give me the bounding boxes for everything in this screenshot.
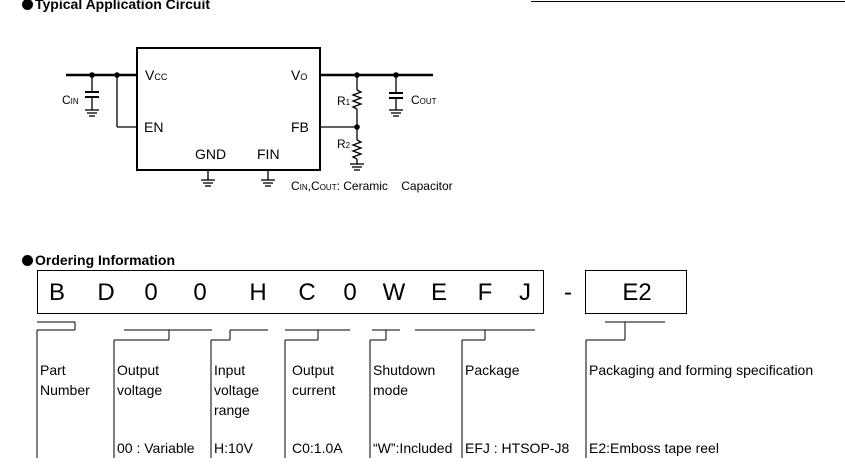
header-rule bbox=[531, 1, 845, 2]
group-value-output-current: C0:1.0A bbox=[292, 440, 343, 456]
code-suffix: E2 bbox=[622, 279, 652, 306]
r1-resistor bbox=[351, 89, 363, 110]
r1-label: R1 bbox=[337, 94, 351, 108]
cin-label: CIN bbox=[62, 93, 79, 107]
junction-dot bbox=[354, 72, 360, 78]
suffix-code-box bbox=[585, 270, 687, 314]
group-value-package: EFJ : HTSOP-J8 bbox=[465, 440, 570, 456]
application-circuit-diagram: VCC EN GND FIN VO FB CIN COUT R1 R2 CIN,… bbox=[62, 47, 453, 193]
group-value-input-voltage: H:10V bbox=[214, 440, 253, 456]
fb-pin-label: FB bbox=[291, 119, 309, 135]
group-label-packaging: Packaging and forming specification bbox=[589, 362, 814, 378]
r2-label: R2 bbox=[337, 137, 351, 151]
part-code-box bbox=[37, 270, 544, 314]
circuit-section-heading: Typical Application Circuit bbox=[22, 0, 210, 12]
junction-dot bbox=[393, 72, 399, 78]
bullet-icon bbox=[22, 255, 33, 266]
code-char: H bbox=[249, 279, 267, 306]
group-value-packaging: E2:Emboss tape reel bbox=[589, 440, 719, 456]
group-label-package: Package bbox=[465, 362, 520, 378]
junction-dot bbox=[114, 72, 120, 78]
gnd-pin-label: GND bbox=[195, 146, 226, 162]
vo-pin-label: VO bbox=[291, 67, 307, 83]
code-char: J bbox=[519, 279, 531, 306]
vcc-pin-label: VCC bbox=[145, 67, 168, 83]
en-pin-label: EN bbox=[144, 119, 163, 135]
code-dash: - bbox=[564, 279, 572, 306]
code-char: W bbox=[382, 279, 406, 306]
circuit-section-title: Typical Application Circuit bbox=[35, 0, 211, 12]
code-char: 0 bbox=[343, 279, 357, 306]
fin-pin-label: FIN bbox=[257, 146, 280, 162]
code-char: B bbox=[48, 279, 65, 306]
code-char: C bbox=[298, 279, 316, 306]
group-value-shutdown-mode: “W”:Included bbox=[373, 440, 453, 456]
capacitor-note: CIN,COUT: Ceramic Capacitor bbox=[291, 179, 453, 193]
ordering-section-title: Ordering Information bbox=[35, 252, 175, 268]
ordering-section-heading: Ordering Information bbox=[22, 252, 175, 268]
cout-label: COUT bbox=[411, 93, 437, 107]
bullet-icon bbox=[22, 0, 33, 10]
junction-dot bbox=[354, 124, 360, 130]
code-char: E bbox=[430, 279, 447, 306]
code-char: 0 bbox=[144, 279, 158, 306]
code-char: D bbox=[97, 279, 115, 306]
ic-body bbox=[136, 47, 321, 171]
code-char: F bbox=[477, 279, 493, 306]
code-char: 0 bbox=[193, 279, 207, 306]
group-value-output-voltage: 00 : Variable bbox=[117, 440, 195, 456]
junction-dot bbox=[89, 72, 95, 78]
r2-resistor bbox=[351, 139, 363, 160]
